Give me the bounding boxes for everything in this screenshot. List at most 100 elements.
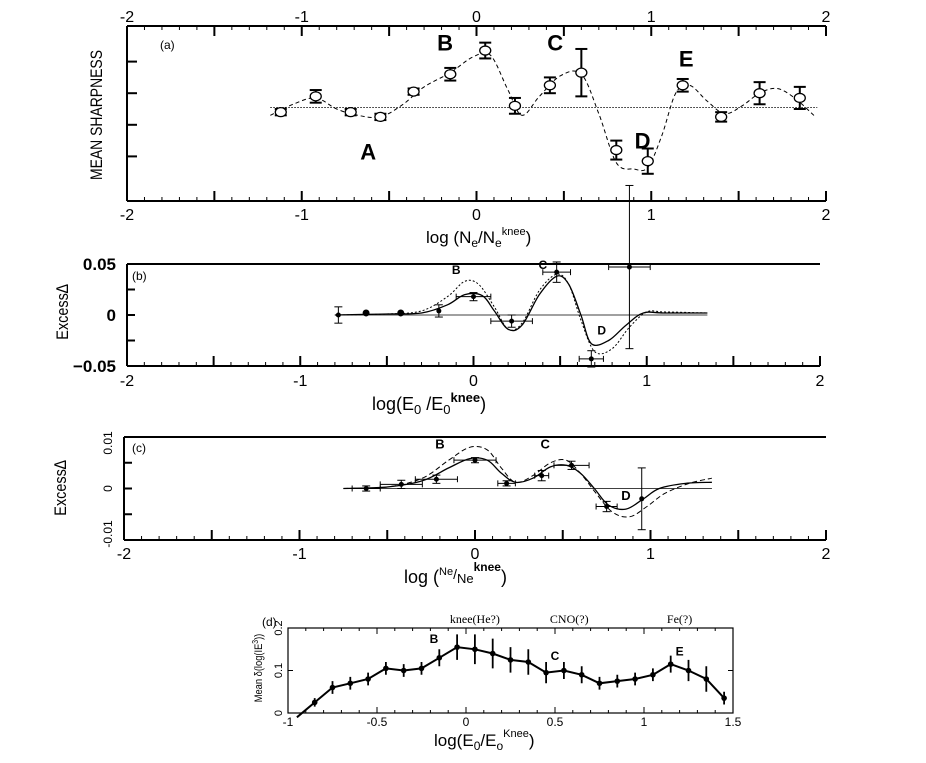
data-point [472, 646, 478, 653]
data-point [578, 671, 585, 678]
data-point [793, 92, 806, 104]
y-tick-label: 0 [101, 485, 115, 492]
bottom-x-tick-label: 1 [647, 207, 656, 224]
peak-label: B [437, 31, 453, 56]
bottom-x-tick-label: -1 [295, 207, 309, 224]
y-tick-label: −0.05 [73, 357, 116, 376]
data-point [347, 680, 354, 687]
x-tick-label: 2 [816, 373, 825, 390]
x-tick-label: -1 [283, 715, 294, 729]
data-point [444, 69, 457, 80]
data-point [329, 684, 336, 691]
x-tick-label: 1 [642, 373, 651, 390]
data-point [309, 91, 322, 102]
panel-label: (c) [132, 441, 146, 455]
data-point [667, 661, 674, 667]
data-point [650, 671, 656, 678]
y-axis-label-sup: 3 [250, 640, 260, 644]
data-point [507, 657, 514, 663]
x-axis-label-part: log ( [404, 567, 439, 587]
y-tick-label: 0.05 [83, 255, 116, 274]
peak-label: C [541, 436, 551, 451]
x-axis-label-part: ) [501, 567, 507, 587]
x-tick-label: 0 [463, 715, 470, 729]
data-point [626, 264, 632, 270]
peak-label: D [621, 488, 630, 503]
peak-label: D [597, 323, 606, 337]
x-tick-label: 1 [641, 715, 648, 729]
data-point [418, 665, 425, 672]
x-axis-label-sup: Knee [503, 728, 529, 740]
data-point [472, 457, 478, 463]
data-point [398, 481, 404, 487]
x-axis-label-sub: e [495, 236, 502, 250]
data-point [543, 80, 557, 91]
x-axis-label-part: log (N [426, 228, 471, 247]
x-axis-label-part: ) [529, 731, 535, 750]
x-axis-label-frac-num: Ne [439, 566, 453, 578]
x-axis-label: log (Ne/Neknee) [404, 560, 507, 587]
data-point [632, 676, 638, 682]
top-x-tick-label: 2 [822, 9, 831, 26]
bottom-x-tick-label: 0 [472, 207, 481, 224]
y-axis-label-part: )) [253, 634, 265, 640]
y-tick-label: 0 [273, 710, 285, 716]
data-point [344, 107, 357, 118]
x-axis-label-sub: 0 [414, 402, 421, 417]
data-point [641, 155, 654, 167]
top-x-tick-label: 0 [472, 9, 481, 26]
peak-label: E [676, 645, 684, 659]
component-label: Fe(?) [667, 612, 692, 626]
data-point [504, 480, 510, 486]
x-tick-label: 0.5 [547, 715, 564, 729]
data-point [715, 111, 728, 123]
peak-label: C [547, 31, 563, 56]
top-x-tick-label: -2 [120, 9, 134, 26]
data-point [509, 318, 515, 324]
data-point [471, 294, 476, 300]
bottom-x-tick-label: -2 [120, 207, 134, 224]
x-axis-label-part: log(E [434, 731, 474, 750]
x-tick-label: 1.5 [725, 715, 742, 729]
data-point [539, 473, 545, 479]
data-point [479, 45, 492, 56]
data-point [274, 107, 287, 118]
solid-fit-curve [334, 275, 708, 346]
x-tick-label: 0 [471, 546, 480, 563]
peak-label: C [538, 258, 547, 272]
peak-label: E [679, 46, 694, 71]
y-tick-label: 0.1 [273, 663, 285, 678]
panel-label: (d) [262, 615, 277, 629]
dashed-fit-curve [343, 445, 713, 518]
x-axis-label-sup: knee [474, 560, 502, 574]
y-axis-label: Mean δ(log(IE3)) [250, 634, 265, 703]
data-point [721, 695, 727, 701]
y-tick-label: -0.01 [101, 520, 115, 548]
x-axis-label-sup: knee [502, 226, 526, 238]
data-point [753, 88, 766, 99]
series-line-start [296, 701, 316, 719]
data-point [362, 309, 370, 317]
x-axis-label: log (Ne/Neknee) [426, 226, 531, 250]
data-point [561, 667, 567, 674]
x-axis-label-part: ) [526, 228, 532, 247]
data-point [575, 67, 588, 78]
data-point [397, 309, 405, 317]
data-point [703, 676, 710, 682]
x-axis-label-sub: 0 [443, 402, 450, 417]
x-axis-label-part: /N [478, 228, 495, 247]
top-x-tick-label: 1 [647, 9, 656, 26]
data-point [433, 476, 439, 482]
data-point [685, 667, 692, 674]
y-axis-label-part: Mean δ(log(IE [253, 644, 265, 703]
x-axis-label-part: log(E [372, 394, 414, 414]
x-tick-label: 0 [469, 373, 478, 390]
top-x-tick-label: -1 [295, 9, 309, 26]
series-line [314, 646, 725, 704]
data-point [489, 650, 496, 657]
peak-label: B [435, 436, 444, 451]
data-point [639, 496, 645, 502]
